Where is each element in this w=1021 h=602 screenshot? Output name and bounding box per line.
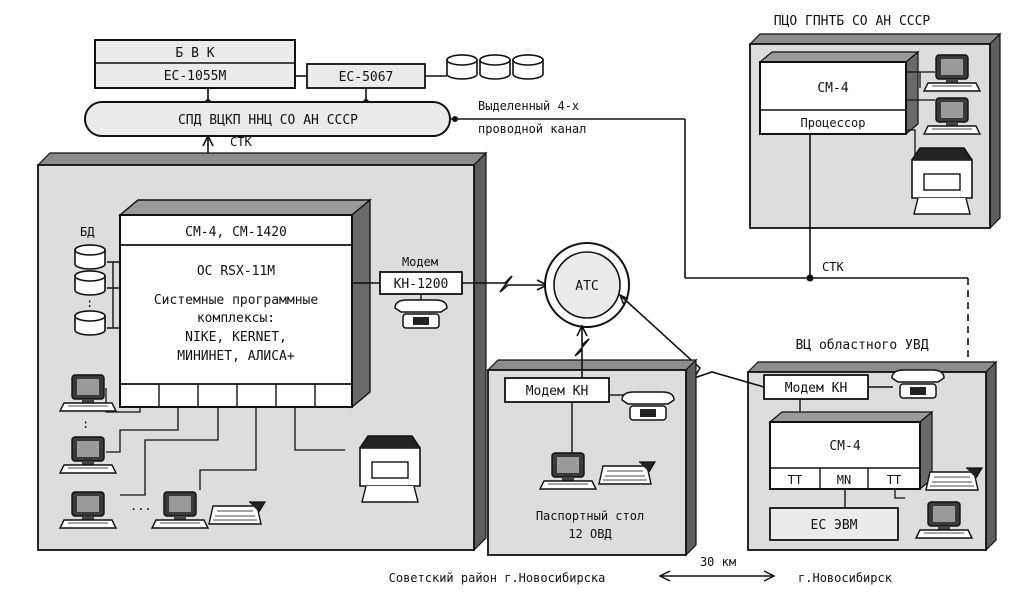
passport-modem-label: Модем КН: [526, 384, 589, 399]
district-label: Советский район г.Новосибирска: [389, 571, 606, 585]
es-evm-block: ЕС ЭВМ: [769, 507, 899, 541]
sys-line2: комплексы:: [197, 311, 275, 326]
channel-label-line2: проводной канал: [478, 122, 586, 136]
svg-text::: :: [86, 296, 93, 310]
sm4-sm1420-computer: СМ-4, СМ-1420 ОС RSX-11M Системные прогр…: [118, 198, 372, 409]
mn-label: MN: [837, 473, 851, 487]
uvd-sm4-computer: СМ-4 ТТ MN ТТ: [768, 410, 934, 491]
stk-right-label: СТК: [822, 260, 844, 274]
spd-network-bus: СПД ВЦКП ННЦ СО АН СССР: [84, 101, 451, 137]
os-label: ОС RSX-11M: [197, 264, 275, 279]
uvd-sm4-label: СМ-4: [829, 439, 860, 454]
sys-line3: NIKE, KERNET,: [185, 330, 287, 345]
pco-sm4-label: СМ-4: [817, 81, 848, 96]
database-disks-icon: :: [74, 244, 106, 336]
passport-modem-kn: Модем КН: [504, 377, 610, 403]
modem-kn1200: КН-1200: [379, 271, 463, 295]
channel-label-line1: Выделенный 4-х: [478, 99, 579, 113]
bd-label: БД: [80, 225, 95, 239]
passport-label-line2: 12 ОВД: [568, 527, 612, 541]
es-evm-label: ЕС ЭВМ: [811, 518, 858, 533]
svg-text:...: ...: [130, 499, 152, 513]
printer-icon: [911, 147, 973, 215]
uvd-modem-kn: Модем КН: [763, 374, 869, 400]
printer-icon: [359, 435, 421, 503]
sys-line4: МИНИНЕТ, АЛИСА+: [177, 349, 295, 364]
sys-line1: Системные программные: [154, 293, 319, 308]
pco-sm4-computer: СМ-4 Процессор: [758, 50, 920, 136]
spd-label: СПД ВЦКП ННЦ СО АН СССР: [178, 113, 358, 128]
bvk-label: Б В К: [175, 46, 214, 61]
uvd-modem-label: Модем КН: [785, 381, 848, 396]
stk-top-label: СТК: [230, 135, 252, 149]
es5067-label: ЕС-5067: [339, 70, 394, 85]
pco-processor-label: Процессор: [800, 116, 865, 130]
pco-title: ПЦО ГПНТБ СО АН СССР: [774, 14, 931, 29]
tt-right-label: ТТ: [887, 473, 901, 487]
kn1200-label: КН-1200: [394, 277, 449, 292]
distance-label: 30 км: [700, 555, 736, 569]
city-label: г.Новосибирск: [798, 571, 893, 585]
es1055m-label: ЕС-1055М: [164, 69, 227, 84]
tt-left-label: ТТ: [788, 473, 802, 487]
tape-storage-icon: [446, 54, 544, 80]
distance-arrow: [658, 570, 776, 582]
ats-exchange: АТС: [544, 242, 630, 328]
svg-text::: :: [82, 417, 89, 431]
modem-title: Модем: [402, 255, 438, 269]
bvk-block: Б В К ЕС-1055М: [94, 39, 296, 89]
ats-label: АТС: [575, 279, 598, 294]
es5067-block: ЕС-5067: [306, 63, 426, 89]
sm4-sm1420-label: СМ-4, СМ-1420: [185, 225, 287, 240]
uvd-title: ВЦ областного УВД: [795, 338, 928, 353]
passport-label-line1: Паспортный стол: [536, 509, 644, 523]
